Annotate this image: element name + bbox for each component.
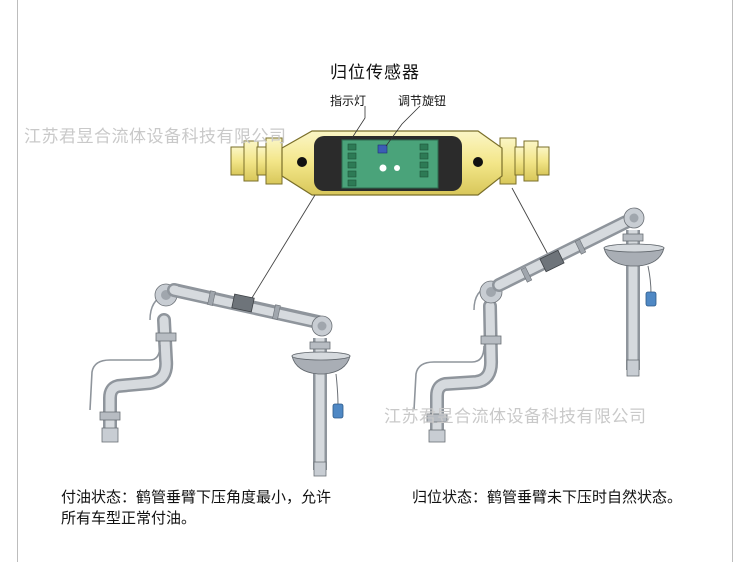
indicator-light-label: 指示灯 — [330, 94, 367, 108]
terminal-blocks — [347, 143, 429, 187]
watermark-top: 江苏君昱合流体设备科技有限公司 — [24, 127, 287, 147]
board-led-icon — [394, 165, 400, 171]
adjust-knob-label: 调节旋钮 — [398, 94, 447, 108]
loading-arm-right — [413, 207, 665, 443]
screw-right-icon — [473, 157, 483, 167]
link-line-left — [246, 194, 316, 307]
callout-line-indicator — [351, 106, 366, 139]
link-line-right — [511, 187, 553, 263]
right-cable-gland — [499, 137, 550, 185]
caption-reset-state: 归位状态：鹤管垂臂未下压时自然状态。 — [412, 488, 683, 506]
callout-line-knob — [385, 105, 421, 147]
watermark-bottom: 江苏君昱合流体设备科技有限公司 — [384, 407, 647, 427]
left-cable-gland — [230, 137, 283, 185]
sensor-title: 归位传感器 — [330, 63, 420, 83]
screw-left-icon — [297, 157, 307, 167]
caption-dispensing-state: 付油状态：鹤管垂臂下压角度最小，允许所有车型正常付油。 — [61, 488, 332, 527]
reset-sensor — [230, 130, 550, 196]
right-border-line — [732, 0, 733, 562]
indicator-light-icon — [379, 164, 387, 172]
left-border-line — [17, 0, 18, 562]
adjust-knob-icon — [377, 144, 388, 154]
loading-arm-left — [89, 283, 351, 477]
